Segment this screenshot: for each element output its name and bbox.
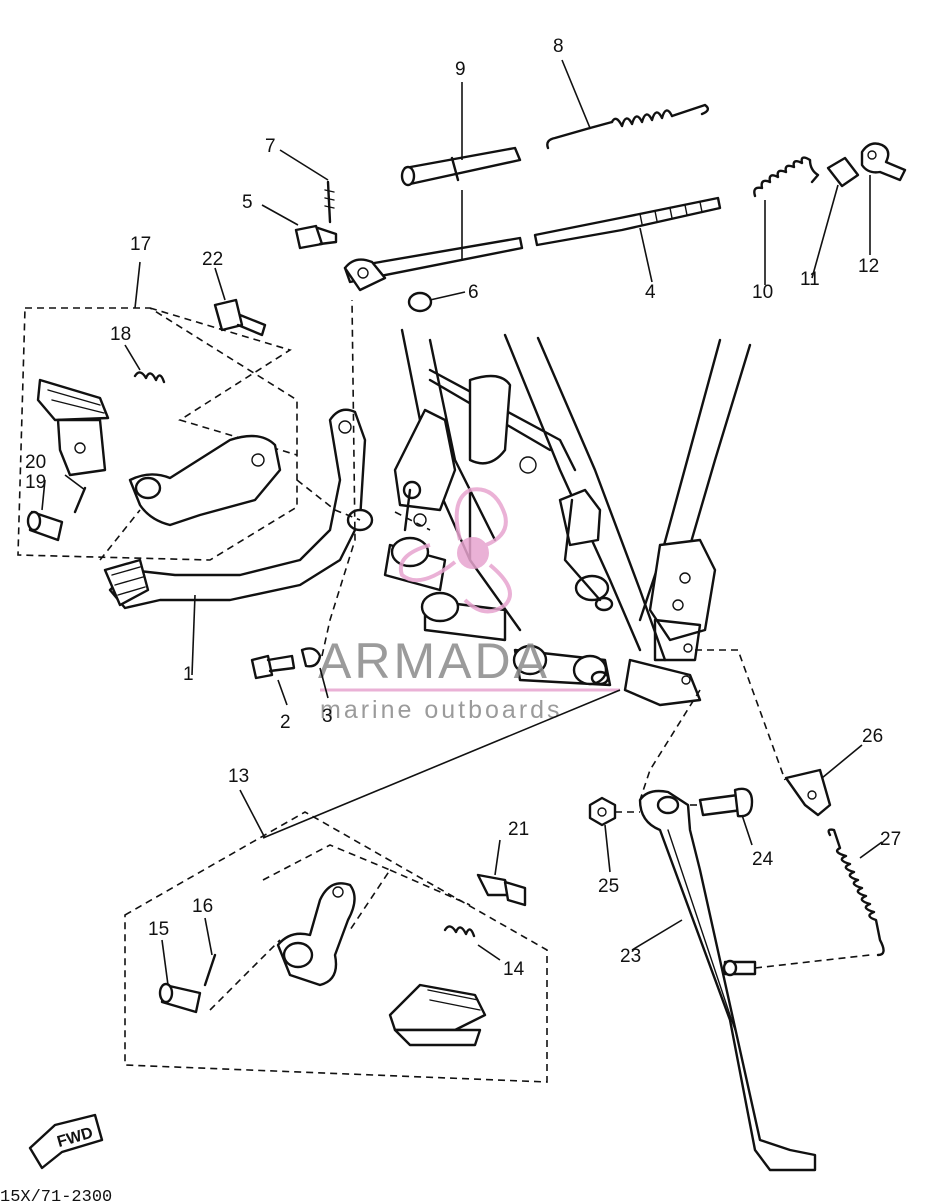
callout-15: 15 — [148, 919, 169, 940]
pedal-pivot — [294, 180, 433, 313]
callout-19: 19 — [25, 472, 46, 493]
callout-21: 21 — [508, 819, 529, 840]
part-10-spring — [753, 156, 820, 198]
part-6-washer — [407, 291, 433, 313]
callout-2: 2 — [280, 712, 291, 733]
callout-6: 6 — [468, 282, 479, 303]
drawing-code: 15X/71-2300 — [0, 1188, 112, 1204]
callout-1: 1 — [183, 664, 194, 685]
callout-9: 9 — [455, 59, 466, 80]
watermark-tagline: marine outboards — [320, 696, 563, 724]
callout-20: 20 — [25, 452, 46, 473]
callout-10: 10 — [752, 282, 773, 303]
brake-rod-assembly — [343, 103, 907, 284]
callout-3: 3 — [322, 706, 333, 727]
top-leaders — [261, 59, 871, 301]
callout-7: 7 — [265, 136, 276, 157]
watermark-propeller-icon — [398, 487, 512, 614]
part-12-adjuster — [860, 142, 907, 182]
callout-12: 12 — [858, 256, 879, 277]
callout-4: 4 — [645, 282, 656, 303]
part-8-spring — [546, 103, 710, 150]
footrest-group-17 — [17, 261, 361, 561]
callout-27: 27 — [880, 829, 901, 850]
frame — [383, 328, 752, 707]
callout-24: 24 — [752, 849, 774, 870]
part-3-washer — [300, 647, 322, 668]
watermark: ARMADA marine outboards — [318, 487, 620, 724]
part-4-brake-rod — [533, 196, 722, 247]
part-2-bolt — [250, 654, 274, 680]
callout-17: 17 — [130, 234, 151, 255]
footrest-group-13 — [124, 689, 621, 1083]
watermark-brand: ARMADA — [318, 633, 550, 689]
callout-11: 11 — [800, 269, 820, 290]
callout-16: 16 — [192, 896, 213, 917]
part-27-spring — [827, 828, 885, 957]
sidestand-assembly — [588, 649, 885, 1172]
callout-13: 13 — [228, 766, 249, 787]
callout-14: 14 — [503, 959, 525, 980]
part-26-plate — [784, 768, 832, 817]
callouts: 1 2 3 4 5 6 7 8 9 10 11 12 13 14 15 16 1… — [25, 36, 901, 980]
callout-23: 23 — [620, 946, 641, 967]
part-11-nut — [826, 156, 860, 188]
fwd-arrow-icon: FWD — [28, 1113, 104, 1170]
part-7-cotter — [326, 180, 332, 224]
callout-26: 26 — [862, 726, 883, 747]
callout-5: 5 — [242, 192, 253, 213]
pedal-bolts — [250, 299, 431, 706]
callout-8: 8 — [553, 36, 564, 57]
part-25-nut — [588, 796, 617, 827]
callout-22: 22 — [202, 249, 223, 270]
part-5-bolt — [294, 224, 324, 250]
callout-18: 18 — [110, 324, 131, 345]
part-23-sidestand — [638, 789, 817, 1172]
callout-25: 25 — [598, 876, 619, 897]
